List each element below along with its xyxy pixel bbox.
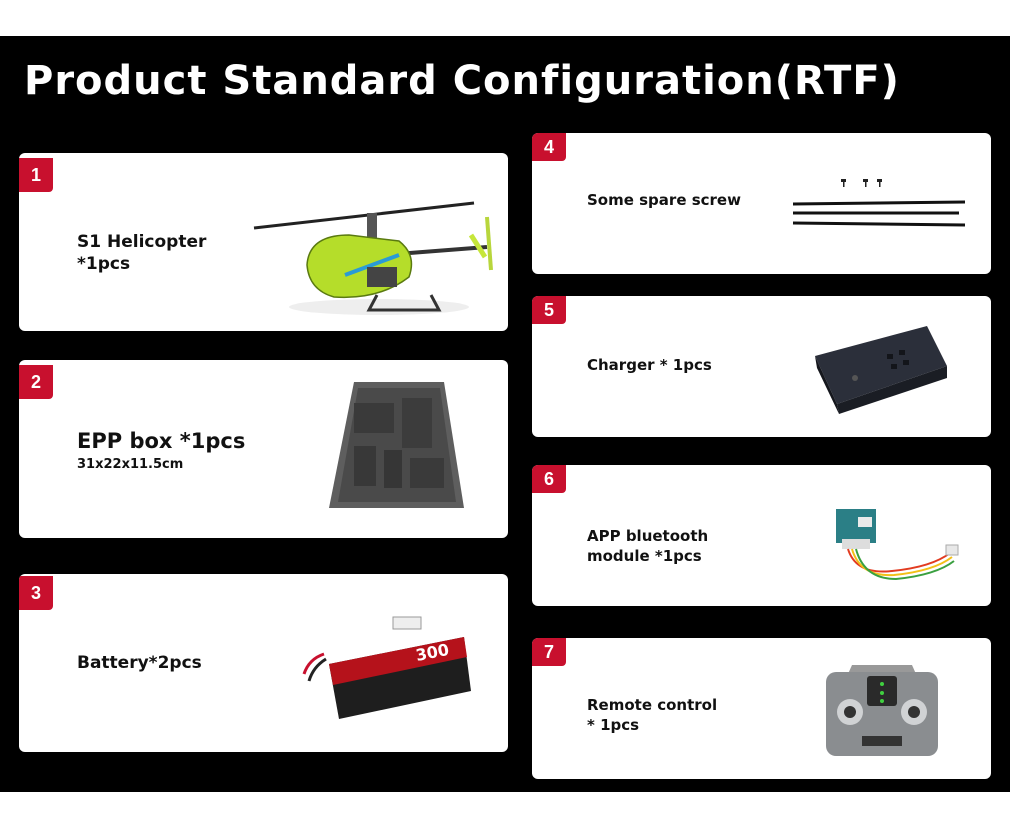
bluetooth-module-icon (836, 509, 959, 581)
item-label: Battery*2pcs (77, 652, 202, 674)
item-name: S1 Helicopter (77, 232, 207, 252)
item-card-remote-control: 7 Remote control * 1pcs (532, 638, 991, 779)
item-label: APP bluetooth module *1pcs (587, 527, 708, 566)
item-number-badge: 2 (19, 365, 53, 399)
item-number-badge: 6 (532, 465, 566, 493)
item-label: Charger * 1pcs (587, 356, 712, 376)
item-label: EPP box *1pcs 31x22x11.5cm (77, 428, 245, 474)
config-panel: Product Standard Configuration(RTF) 1 S1… (0, 36, 1010, 792)
item-number-badge: 4 (532, 133, 566, 161)
page-title: Product Standard Configuration(RTF) (24, 58, 900, 104)
item-name: APP bluetooth (587, 527, 709, 545)
item-dimensions: 31x22x11.5cm (77, 457, 184, 473)
item-number-badge: 3 (19, 576, 53, 610)
item-number-badge: 1 (19, 158, 53, 192)
screws-icon (792, 179, 966, 227)
item-quantity: *1pcs (77, 254, 131, 275)
item-quantity: * 1pcs (587, 715, 640, 734)
item-name: Remote control (587, 696, 718, 714)
item-name: Battery*2pcs (77, 653, 202, 673)
item-card-spare-screw: 4 Some spare screw (532, 133, 991, 274)
helicopter-icon (253, 201, 493, 315)
item-card-battery: 3 Battery*2pcs 300 (19, 574, 508, 752)
item-label: S1 Helicopter *1pcs (77, 231, 206, 275)
item-card-charger: 5 Charger * 1pcs (532, 296, 991, 437)
item-label: Remote control * 1pcs (587, 696, 717, 735)
item-card-bluetooth-module: 6 APP bluetooth module *1pcs (532, 465, 991, 606)
item-card-epp-box: 2 EPP box *1pcs 31x22x11.5cm (19, 360, 508, 538)
item-card-helicopter: 1 S1 Helicopter *1pcs (19, 153, 508, 331)
item-label: Some spare screw (587, 191, 741, 211)
item-name: Some spare screw (587, 191, 741, 209)
battery-icon: 300 (302, 616, 471, 719)
item-number-badge: 7 (532, 638, 566, 666)
charger-icon (815, 326, 947, 414)
item-name: EPP box *1pcs (77, 429, 246, 453)
item-name: Charger * 1pcs (587, 356, 712, 374)
item-quantity: module *1pcs (587, 546, 702, 565)
item-number-badge: 5 (532, 296, 566, 324)
foam-box-icon (329, 382, 464, 508)
remote-control-icon (826, 665, 938, 756)
